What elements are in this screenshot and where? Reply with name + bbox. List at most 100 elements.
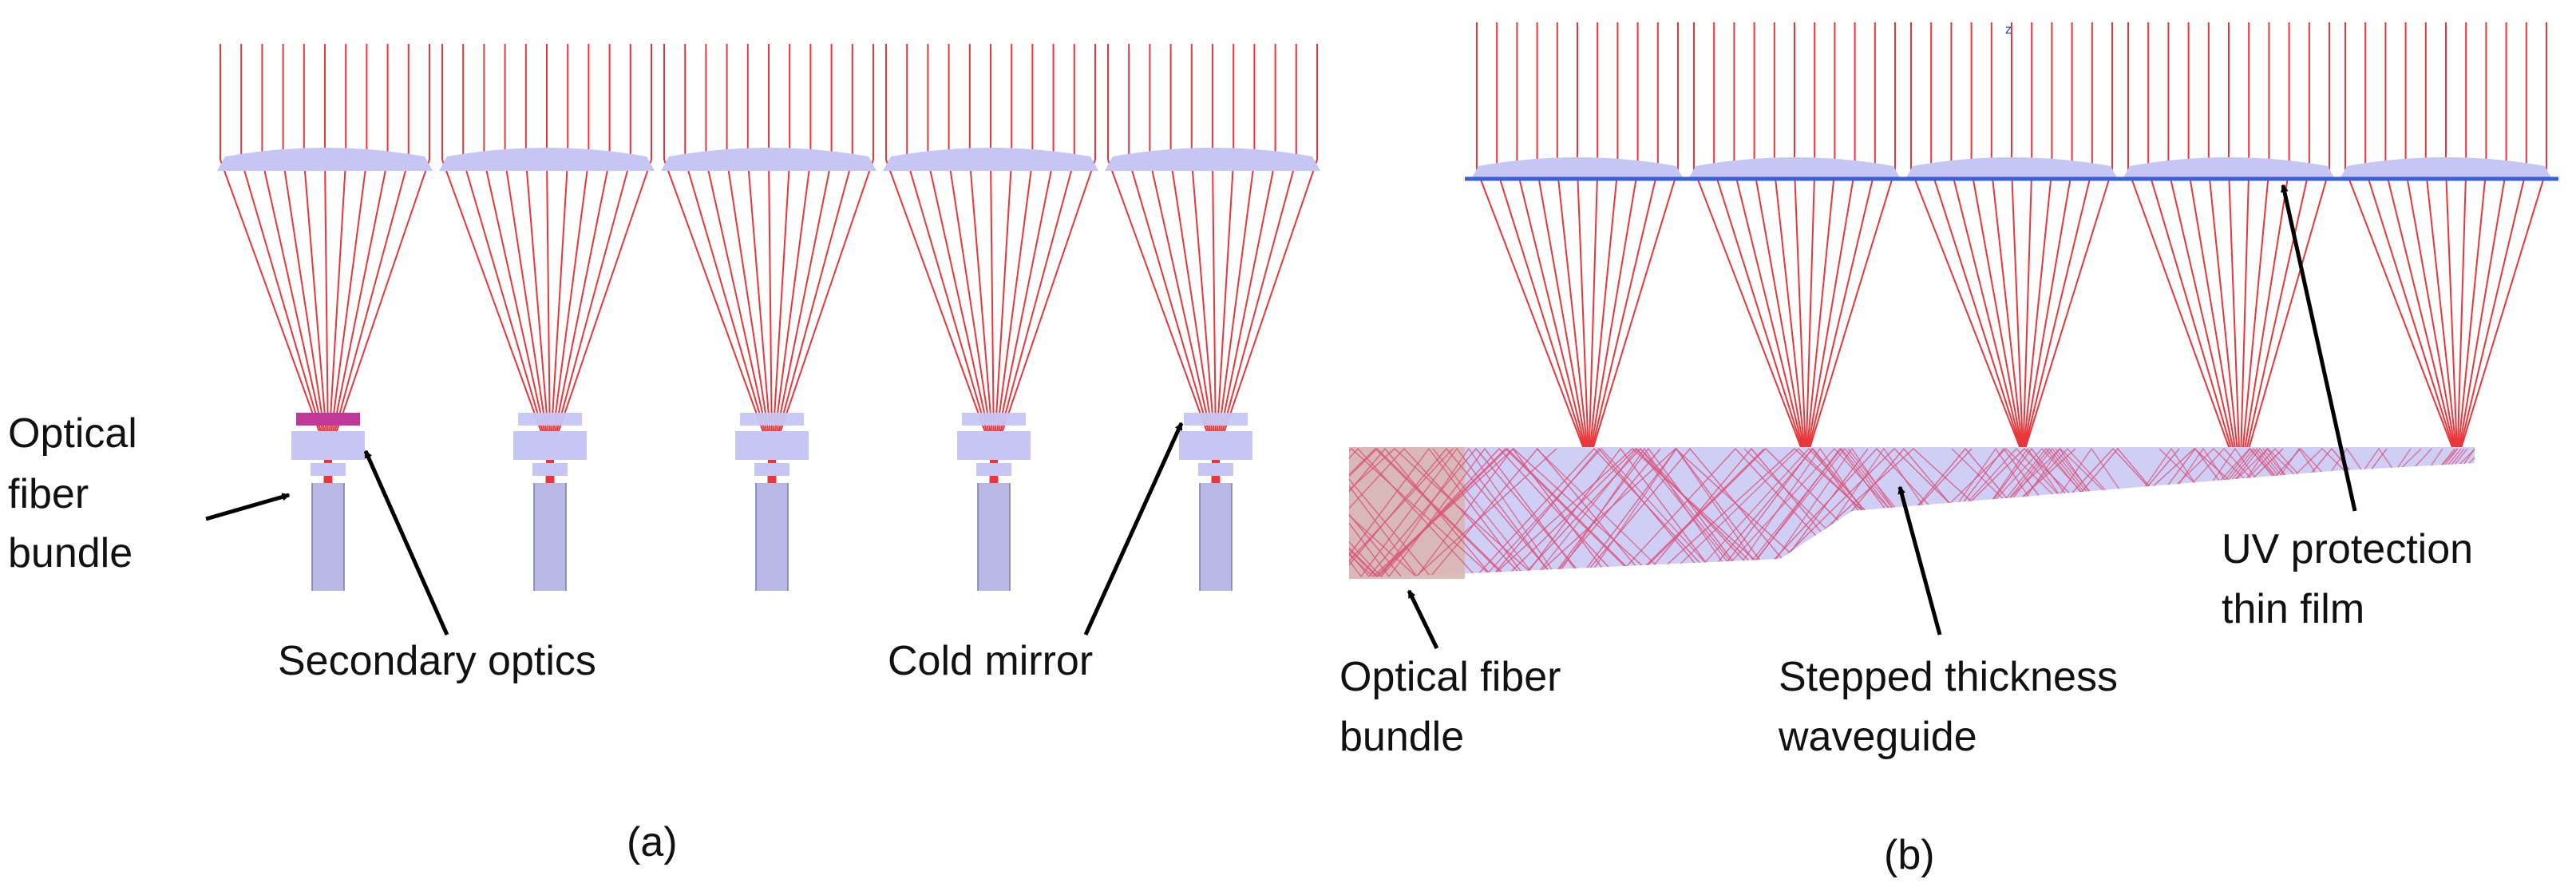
refracted-ray xyxy=(2167,168,2240,472)
secondary-optic-collar xyxy=(1198,463,1233,476)
fiber-bundle xyxy=(978,483,1010,591)
fresnel-lens xyxy=(439,148,655,171)
arrow-b-fiber-bundle xyxy=(1407,589,1439,650)
refracted-ray xyxy=(504,159,550,448)
fresnel-lens xyxy=(1470,157,1684,180)
refracted-ray xyxy=(772,159,812,448)
waveguide-ray xyxy=(1349,448,2024,577)
panel-a-fresnel-lens-row xyxy=(217,148,1320,171)
refracted-ray xyxy=(1217,159,1297,448)
refracted-ray xyxy=(330,159,410,448)
secondary-optic-collar xyxy=(976,463,1011,476)
refracted-ray xyxy=(220,159,326,448)
refracted-ray xyxy=(1794,168,1806,454)
refracted-ray xyxy=(2424,168,2458,454)
refracted-ray xyxy=(524,159,551,448)
refracted-ray xyxy=(2445,168,2458,454)
refracted-ray xyxy=(990,159,995,448)
secondary-optic-lens xyxy=(957,431,1031,460)
refracted-ray xyxy=(1970,168,2023,449)
refracted-ray xyxy=(2024,168,2093,449)
refracted-ray xyxy=(550,159,590,448)
waveguide-ray xyxy=(1349,448,1454,578)
refracted-ray xyxy=(303,159,329,448)
refracted-ray xyxy=(746,159,773,448)
refracted-ray xyxy=(1169,159,1216,448)
waveguide-ray xyxy=(1349,448,1506,577)
refracted-ray xyxy=(2228,168,2241,472)
refracted-ray xyxy=(2023,168,2073,449)
refracted-ray xyxy=(324,159,329,448)
refracted-ray xyxy=(1149,159,1215,448)
refracted-ray xyxy=(1190,159,1217,448)
refracted-ray xyxy=(996,159,1096,448)
refracted-ray xyxy=(2404,168,2457,454)
label-a-fiber-line2: fiber xyxy=(8,471,89,517)
waveguide-ray xyxy=(1692,447,2392,578)
refracted-ray xyxy=(1212,159,1217,448)
refracted-ray xyxy=(2239,168,2250,472)
arrow-uv-film xyxy=(2280,184,2357,512)
cold-mirror-plate xyxy=(740,413,804,426)
refracted-ray xyxy=(2023,168,2053,449)
refracted-ray xyxy=(1216,159,1256,448)
refracted-ray xyxy=(2024,168,2113,449)
cold-mirror-plate xyxy=(518,413,582,426)
refracted-ray xyxy=(2459,168,2547,454)
panel-b-ray-fans xyxy=(1476,22,2547,472)
fiber-bundle xyxy=(756,483,788,591)
panel-a-diagram xyxy=(217,44,1320,592)
label-a-fiber-line1: Optical xyxy=(8,410,137,457)
refracted-ray xyxy=(1217,159,1276,448)
secondary-optic-collar xyxy=(532,463,568,476)
refracted-ray xyxy=(906,159,992,448)
caption-a: (a) xyxy=(627,819,678,865)
panel-a-receiver-units xyxy=(291,413,1252,591)
arrow-secondary-optics xyxy=(363,449,449,636)
refracted-ray xyxy=(774,159,853,448)
refracted-ray xyxy=(2127,168,2238,472)
refracted-ray xyxy=(1693,168,1804,454)
caption-b: (b) xyxy=(1884,832,1935,878)
refracted-ray xyxy=(1805,168,1816,454)
refracted-ray xyxy=(2384,168,2457,454)
label-waveguide-line2: waveguide xyxy=(1778,714,1977,760)
refracted-ray xyxy=(1590,168,1679,456)
refracted-ray xyxy=(1753,168,1806,454)
secondary-optic-collar xyxy=(754,463,789,476)
refracted-ray xyxy=(261,159,327,448)
panel-b-diagram: z xyxy=(1349,22,2558,579)
waveguide-ray xyxy=(1349,448,1402,577)
label-uv-line1: UV protection xyxy=(2222,526,2473,572)
cold-mirror-plate xyxy=(296,413,360,426)
waveguide-ray xyxy=(1349,448,1350,577)
refracted-ray xyxy=(1807,168,1896,454)
secondary-optic-lens xyxy=(1179,431,1252,460)
refracted-ray xyxy=(240,159,326,448)
refracted-ray xyxy=(994,159,1034,448)
refracted-ray xyxy=(282,159,328,448)
label-b-fiber-line2: bundle xyxy=(1339,714,1464,760)
refracted-ray xyxy=(549,159,569,448)
refracted-ray xyxy=(774,159,874,448)
refracted-ray xyxy=(773,159,833,448)
refracted-ray xyxy=(1589,168,1659,456)
refracted-ray xyxy=(2345,168,2455,454)
refracted-ray xyxy=(1577,168,1589,456)
refracted-ray xyxy=(462,159,548,448)
refracted-ray xyxy=(2458,168,2527,454)
refracted-ray xyxy=(927,159,993,448)
refracted-ray xyxy=(483,159,549,448)
refracted-ray xyxy=(993,159,1013,448)
fresnel-lens xyxy=(661,148,876,171)
refracted-ray xyxy=(1588,168,1599,456)
arrow-waveguide xyxy=(1897,485,1942,636)
fiber-bundle xyxy=(1200,483,1232,591)
fresnel-lens xyxy=(883,148,1098,171)
refracted-ray xyxy=(1733,168,1806,454)
refracted-ray xyxy=(2241,168,2310,472)
refracted-ray xyxy=(948,159,994,448)
refracted-ray xyxy=(968,159,995,448)
refracted-ray xyxy=(1589,168,1639,456)
